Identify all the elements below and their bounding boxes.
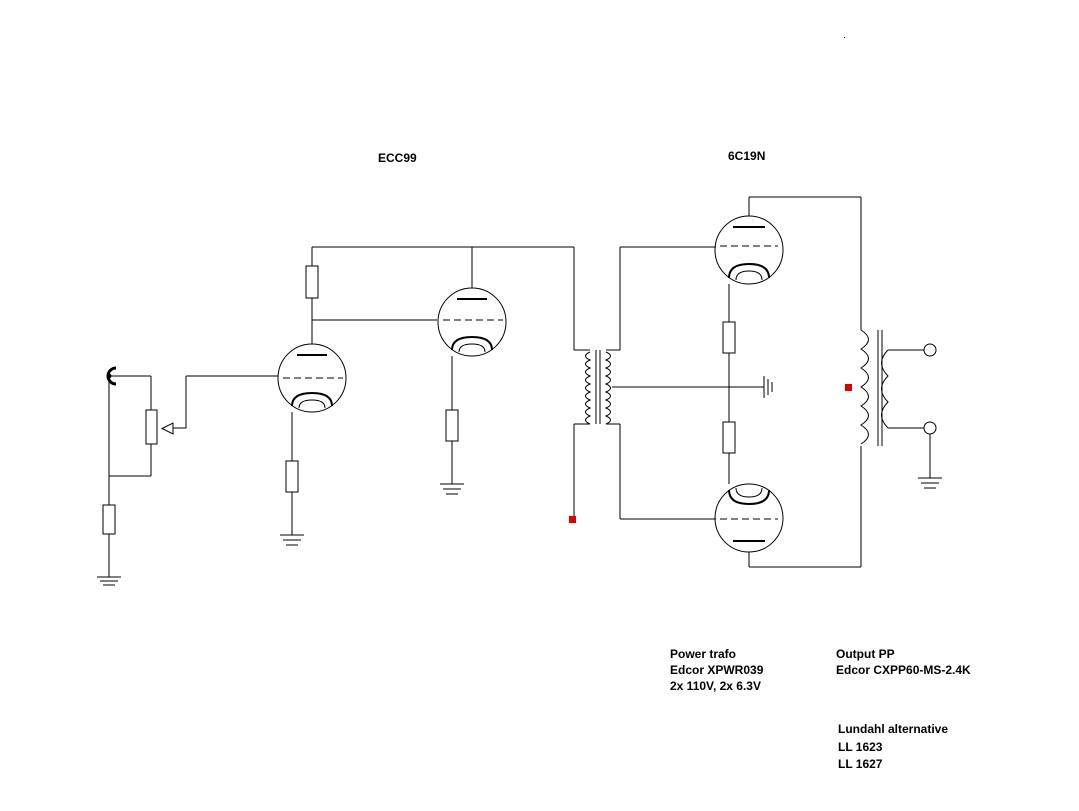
ground-symbol-center	[763, 376, 773, 398]
label-ecc99: ECC99	[378, 151, 417, 165]
input-wiring	[108, 375, 152, 577]
speck	[844, 37, 845, 38]
note-output-pp-line1: Output PP	[836, 647, 895, 661]
node-marker-output	[845, 384, 852, 391]
cathode-resistor-2	[445, 409, 459, 442]
6c19n-tube-top	[714, 215, 784, 285]
stage1-wiring	[291, 246, 574, 535]
note-lundahl-line3: LL 1627	[838, 757, 883, 771]
output-stage-wiring	[728, 196, 862, 568]
note-lundahl-line1: Lundahl alternative	[838, 722, 948, 736]
node-marker-interstage	[569, 516, 576, 523]
note-lundahl-line2: LL 1623	[838, 740, 883, 754]
volume-potentiometer	[145, 375, 278, 445]
stage2-wiring	[451, 247, 473, 484]
note-lundahl: Lundahl alternative LL 1623 LL 1627	[838, 722, 948, 771]
interstage-transformer	[573, 246, 764, 520]
ecc99-tube-2	[437, 287, 507, 357]
ground-symbol-stage2	[440, 483, 464, 495]
ground-symbol-input	[97, 576, 121, 586]
note-power-trafo: Power trafo Edcor XPWR039 2x 110V, 2x 6.…	[670, 647, 764, 693]
output-transformer	[860, 329, 937, 478]
note-power-trafo-line3: 2x 110V, 2x 6.3V	[670, 679, 761, 693]
note-power-trafo-line1: Power trafo	[670, 647, 736, 661]
plate-resistor-1	[305, 265, 319, 299]
grid-leak-resistor	[102, 504, 116, 535]
cathode-resistor-top	[722, 321, 736, 354]
cathode-resistor-1	[285, 460, 299, 493]
note-power-trafo-line2: Edcor XPWR039	[670, 663, 764, 677]
cathode-resistor-bottom	[722, 421, 736, 454]
label-6c19n: 6C19N	[728, 149, 765, 163]
ground-symbol-output	[918, 477, 942, 489]
note-output-pp: Output PP Edcor CXPP60-MS-2.4K	[836, 647, 971, 677]
ecc99-tube-1	[277, 343, 347, 413]
ground-symbol-stage1	[280, 534, 304, 546]
note-output-pp-line2: Edcor CXPP60-MS-2.4K	[836, 663, 971, 677]
6c19n-tube-bottom	[714, 483, 784, 553]
